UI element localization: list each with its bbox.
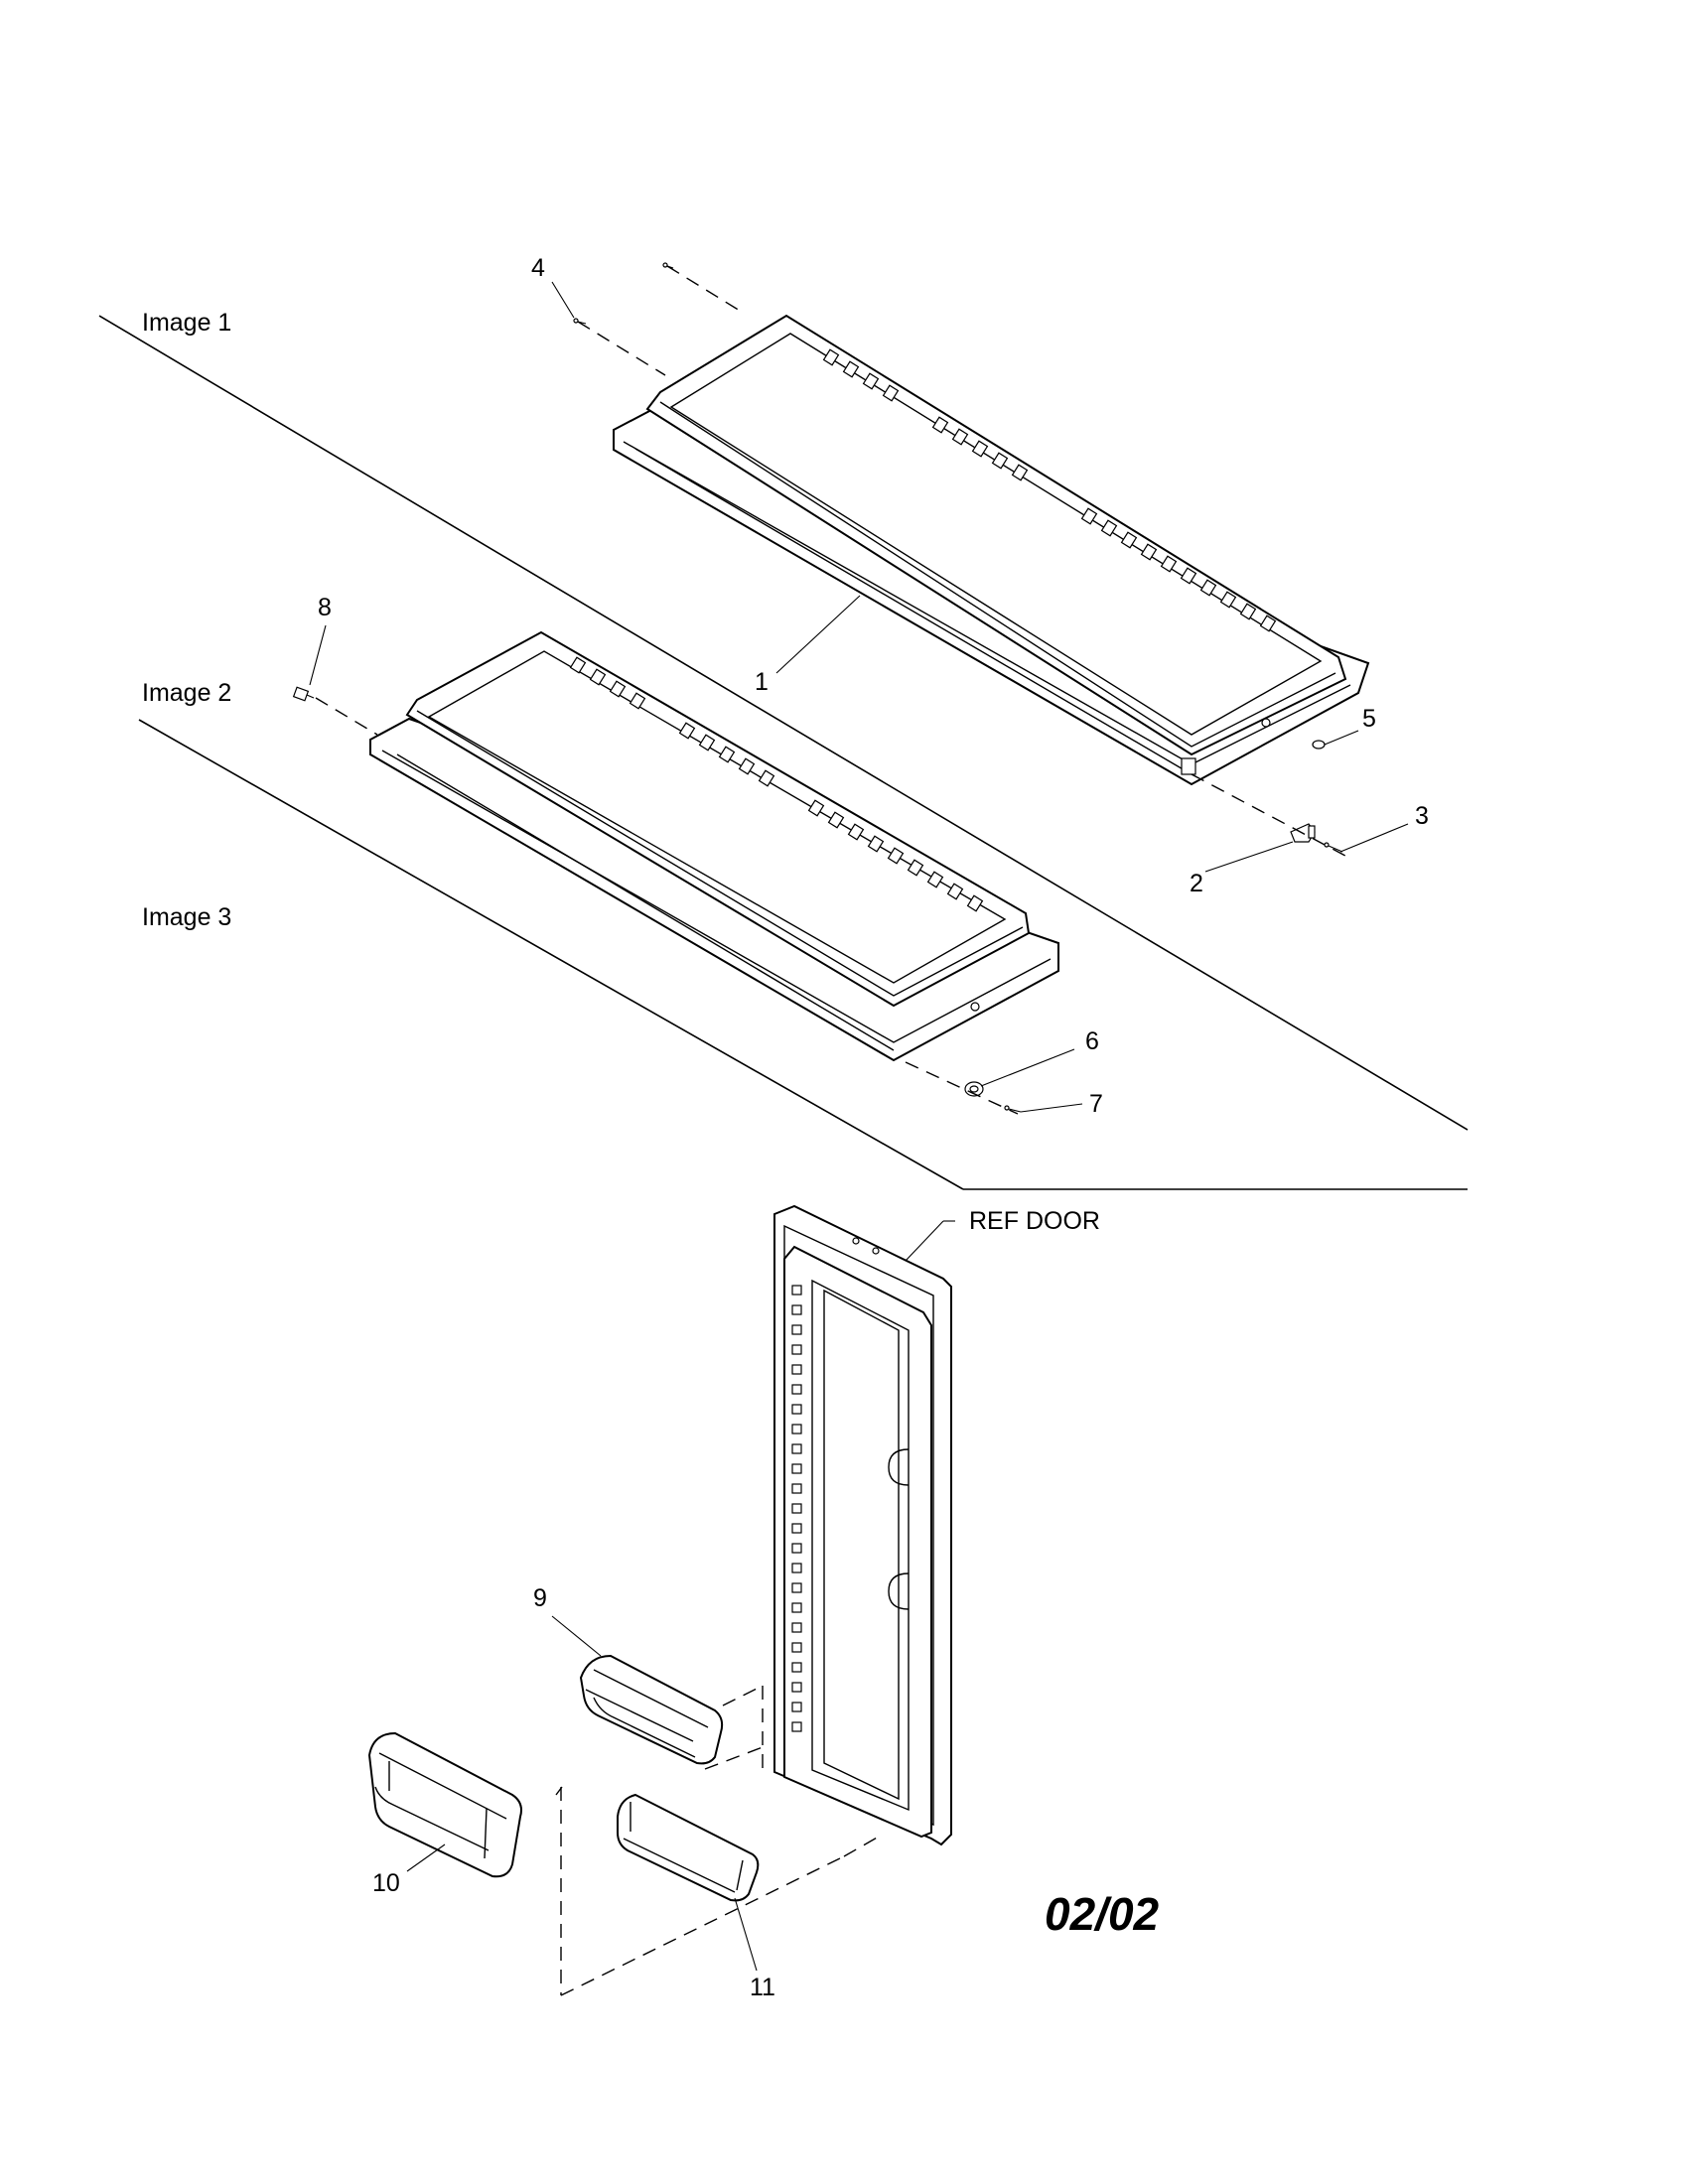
- plug-part-5: [1312, 740, 1326, 750]
- ref-door-liner: [783, 1245, 932, 1839]
- door-bin-part-9: [579, 1654, 724, 1765]
- leader-5: [1324, 730, 1359, 746]
- leader-4: [551, 281, 575, 319]
- leader-6: [980, 1048, 1075, 1087]
- callout-4: 4: [531, 254, 545, 282]
- callout-11: 11: [750, 1974, 775, 2001]
- leader-11: [734, 1897, 758, 1972]
- callout-3: 3: [1415, 802, 1429, 830]
- ref-door-shelf-slots: [791, 1285, 802, 1732]
- ref-door: [773, 1204, 952, 1846]
- leader-ref-door: [905, 1220, 944, 1262]
- door-bin-part-11: [617, 1793, 760, 1902]
- image1-label: Image 1: [142, 309, 231, 337]
- screw-part-4: [573, 262, 674, 325]
- bushing-part-6: [964, 1081, 984, 1097]
- leader-10: [406, 1843, 446, 1872]
- callout-6: 6: [1085, 1027, 1099, 1055]
- screw-part-3: [1324, 842, 1343, 853]
- fresh-food-door-liner: [405, 630, 1031, 1008]
- image3-label: Image 3: [142, 903, 231, 931]
- callout-8: 8: [318, 594, 332, 621]
- hinge-pin-part-8: [292, 686, 315, 702]
- divider-line-1: [98, 315, 1469, 1131]
- divider-line-2: [138, 719, 964, 1190]
- leader-8: [309, 624, 327, 686]
- leader-7: [1020, 1103, 1083, 1113]
- leader-2: [1204, 841, 1294, 873]
- callout-5: 5: [1362, 705, 1376, 733]
- freezer-door-vents: [822, 348, 1277, 632]
- page-code: 02/02: [1045, 1888, 1160, 1940]
- door-bin-part-10: [367, 1731, 522, 1878]
- freezer-door-liner: [645, 314, 1347, 756]
- callout-7: 7: [1089, 1090, 1103, 1118]
- fresh-food-door-assembly: [369, 630, 1059, 1062]
- callout-1: 1: [755, 668, 769, 696]
- screw-part-7: [1004, 1105, 1022, 1113]
- leader-3: [1339, 823, 1409, 853]
- freezer-door-assembly: [613, 314, 1370, 786]
- callout-10: 10: [372, 1869, 400, 1897]
- ref-door-label: REF DOOR: [969, 1207, 1100, 1235]
- callout-9: 9: [533, 1584, 547, 1612]
- fresh-food-door-vents: [569, 656, 984, 912]
- leader-1: [775, 595, 861, 674]
- image2-label: Image 2: [142, 679, 231, 707]
- callout-2: 2: [1190, 870, 1203, 897]
- leader-9: [551, 1615, 602, 1657]
